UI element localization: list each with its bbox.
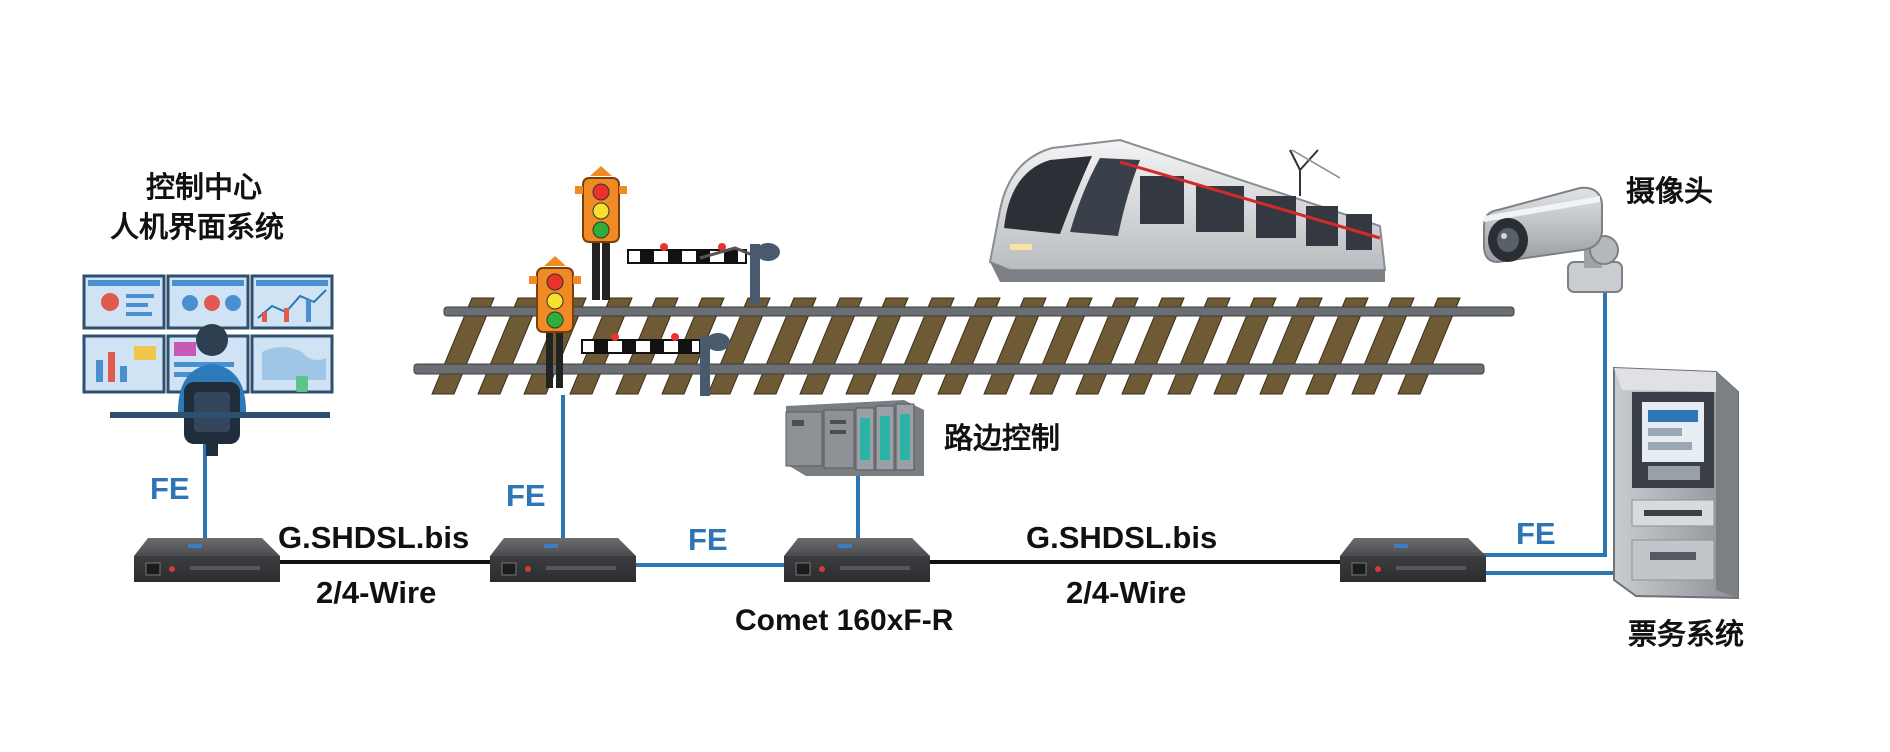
plc-controller-icon: [785, 400, 924, 476]
rail-barrier-icon: [581, 333, 730, 396]
shdsl-right-wire-label: 2/4-Wire: [1066, 575, 1187, 610]
ticket-machine-icon: [1613, 366, 1739, 600]
ticketing-system-label: 票务系统: [1628, 617, 1745, 651]
comet-device-icon: [784, 538, 930, 582]
monitor-top-mid: [166, 274, 250, 330]
shdsl-left-protocol-label: G.SHDSL.bis: [278, 520, 470, 555]
traffic-light-icon: [575, 166, 627, 300]
monitor-top-right: [250, 274, 334, 330]
fe-label-control-center: FE: [150, 471, 190, 506]
tram-icon: [988, 138, 1387, 282]
monitor-top-left: [82, 274, 166, 330]
comet-device-icon: [134, 538, 280, 582]
shdsl-right-protocol-label: G.SHDSL.bis: [1026, 520, 1218, 555]
fe-links: [203, 292, 1645, 575]
control-center-label: 控制中心: [146, 170, 263, 204]
hmi-system-label: 人机界面系统: [110, 210, 285, 244]
monitor-bottom-left: [82, 334, 166, 394]
rail-barrier-icon: [627, 243, 780, 304]
comet-device-icon: [1340, 538, 1486, 582]
control-center-icon: [82, 274, 334, 456]
device-model-label: Comet 160xF-R: [735, 604, 954, 637]
fe-label-device2-device3: FE: [688, 522, 728, 557]
comet-device-icon: [490, 538, 636, 582]
operator-figure: [110, 324, 330, 456]
fe-label-signal: FE: [506, 478, 546, 513]
shdsl-left-wire-label: 2/4-Wire: [316, 575, 437, 610]
rail-near: [413, 363, 1485, 375]
fe-label-ticketing: FE: [1516, 516, 1556, 551]
traffic-light-icon: [529, 256, 581, 388]
camera-label: 摄像头: [1626, 174, 1714, 208]
security-camera-icon: [1483, 186, 1623, 293]
roadside-control-label: 路边控制: [944, 421, 1061, 455]
monitor-bottom-right: [250, 334, 334, 394]
railway-track-icon: [413, 297, 1515, 395]
rail-far: [443, 306, 1515, 317]
fe-link-camera: [1483, 292, 1607, 557]
